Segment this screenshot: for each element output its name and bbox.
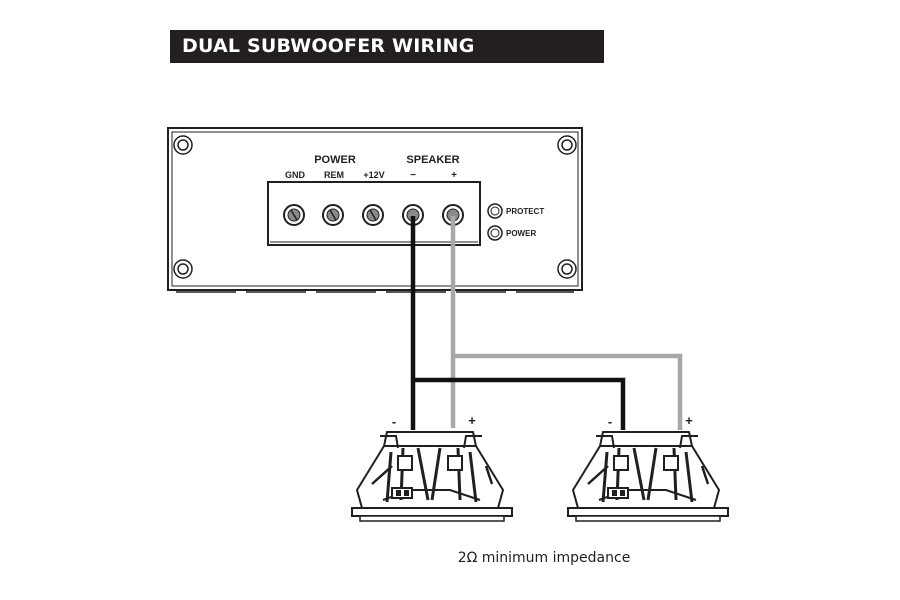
terminal-screw-12v <box>362 204 384 226</box>
screw-icon <box>173 135 193 155</box>
subwoofer-2: - + <box>567 413 729 522</box>
power-led-icon <box>487 225 503 241</box>
sub2-minus-label: - <box>608 414 612 429</box>
power-group-label: POWER <box>314 154 356 166</box>
sub1-minus-label: - <box>392 414 396 429</box>
terminal-screw-rem <box>322 204 344 226</box>
terminal-label-gnd: GND <box>285 170 306 180</box>
terminal-label-speaker-minus: − <box>410 170 416 181</box>
speaker-group-label: SPEAKER <box>406 154 459 166</box>
screw-icon <box>173 259 193 279</box>
negative-wire <box>410 216 626 430</box>
screw-icon <box>557 135 577 155</box>
impedance-caption: 2Ω minimum impedance <box>457 550 631 566</box>
amplifier: POWER SPEAKER GND REM +12V − + <box>167 127 583 293</box>
sub2-plus-label: + <box>685 413 693 428</box>
protect-led-icon <box>487 203 503 219</box>
protect-label: PROTECT <box>506 207 544 216</box>
terminal-label-12v: +12V <box>363 170 384 180</box>
positive-wire <box>450 216 683 430</box>
terminal-label-speaker-plus: + <box>451 170 457 181</box>
screw-icon <box>557 259 577 279</box>
page-title: DUAL SUBWOOFER WIRING CONFIGURATION <box>170 30 604 90</box>
sub1-plus-label: + <box>468 413 476 428</box>
terminal-screw-gnd <box>283 204 305 226</box>
subwoofer-1: - + <box>351 413 513 522</box>
power-indicator-label: POWER <box>506 229 536 238</box>
terminal-label-rem: REM <box>324 170 344 180</box>
